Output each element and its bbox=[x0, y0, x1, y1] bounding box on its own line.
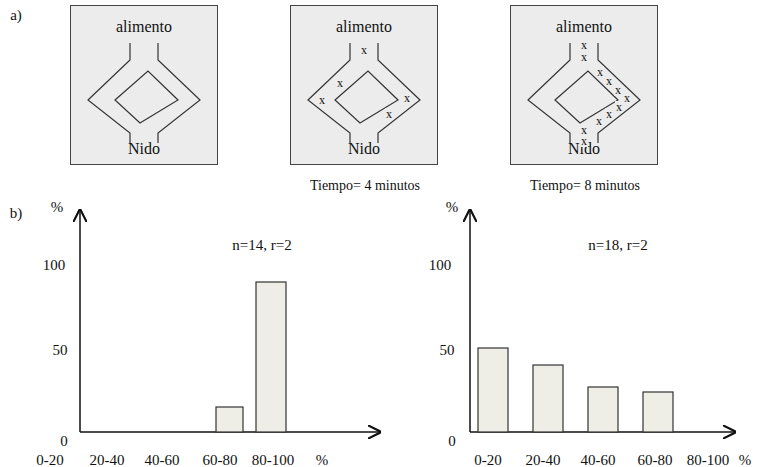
chart-label: 50 bbox=[440, 342, 455, 359]
chart-label: 0-20 bbox=[474, 452, 502, 467]
part-letter: b) bbox=[10, 205, 23, 222]
ant-mark: x bbox=[605, 108, 613, 120]
chart-label: 80-100 bbox=[252, 452, 295, 467]
food-label: alimento bbox=[291, 18, 437, 36]
ant-mark: x bbox=[360, 44, 368, 56]
ant-mark: x bbox=[403, 92, 411, 104]
chart-label: 80-100 bbox=[687, 452, 730, 467]
chart-label: % bbox=[446, 199, 459, 216]
chart-label: 20-40 bbox=[526, 452, 561, 467]
bar bbox=[588, 387, 618, 432]
ant-mark: x bbox=[614, 84, 622, 96]
chart-label: 0 bbox=[60, 433, 68, 450]
chart-label: n=18, r=2 bbox=[588, 237, 647, 254]
nest-label: Nido bbox=[291, 140, 437, 158]
ant-mark: x bbox=[596, 66, 604, 78]
chart-label: 60-80 bbox=[203, 452, 238, 467]
panel-illustration bbox=[70, 5, 218, 165]
chart-label: % bbox=[316, 452, 329, 467]
ant-mark: x bbox=[623, 92, 631, 104]
bar bbox=[533, 365, 563, 432]
ant-mark: x bbox=[605, 75, 613, 87]
ant-mark: x bbox=[318, 94, 326, 106]
ant-mark: x bbox=[385, 108, 393, 120]
chart-label: 0-20 bbox=[36, 452, 64, 467]
panel-illustration bbox=[510, 5, 658, 165]
time-caption: Tiempo= 8 minutos bbox=[530, 178, 640, 193]
food-label: alimento bbox=[511, 18, 657, 36]
chart-label: 40-60 bbox=[581, 452, 616, 467]
y-axis bbox=[79, 210, 81, 432]
panel-box: alimentoNido bbox=[290, 5, 438, 165]
chart-label: n=14, r=2 bbox=[232, 237, 291, 254]
ant-mark: x bbox=[336, 77, 344, 89]
panel-box: alimentoNido bbox=[70, 5, 218, 165]
chart-label: 0 bbox=[448, 433, 456, 450]
y-axis bbox=[469, 210, 471, 432]
bar bbox=[216, 407, 243, 432]
bar bbox=[478, 348, 508, 432]
time-caption: Tiempo= 4 minutos bbox=[310, 178, 420, 193]
ant-mark: x bbox=[595, 115, 603, 127]
ant-mark: x bbox=[580, 135, 588, 147]
chart-label: 60-80 bbox=[638, 452, 673, 467]
bar bbox=[256, 282, 286, 432]
chart-label: 50 bbox=[53, 342, 68, 359]
panel-illustration bbox=[290, 5, 438, 165]
chart-label: 100 bbox=[429, 257, 452, 274]
chart-label: 20-40 bbox=[90, 452, 125, 467]
chart-label: 40-60 bbox=[145, 452, 180, 467]
food-label: alimento bbox=[71, 18, 217, 36]
chart-label: 100 bbox=[43, 257, 66, 274]
chart-label: % bbox=[739, 452, 752, 467]
part-letter: a) bbox=[10, 7, 22, 24]
chart-label: % bbox=[51, 199, 64, 216]
nest-label: Nido bbox=[71, 140, 217, 158]
ant-mark: x bbox=[615, 101, 623, 113]
ant-mark: x bbox=[580, 51, 588, 63]
bar bbox=[643, 392, 673, 432]
ant-mark: x bbox=[580, 39, 588, 51]
